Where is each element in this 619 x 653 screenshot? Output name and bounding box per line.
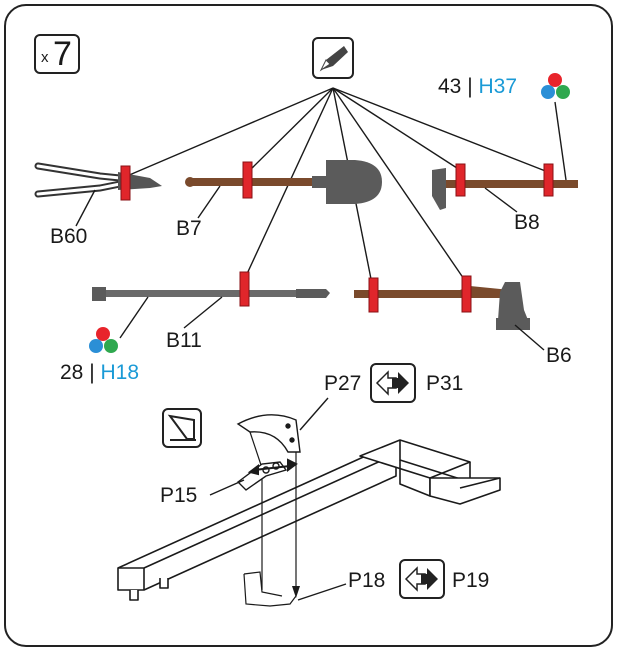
part-label-b11: B11 xyxy=(166,329,202,352)
quantity-badge: x 7 xyxy=(34,34,80,74)
callout-number: 43 xyxy=(438,75,462,98)
direction-arrows xyxy=(247,458,298,476)
paint-icon xyxy=(312,37,354,79)
part-label-p31: P31 xyxy=(426,372,464,395)
part-label-p15: P15 xyxy=(160,484,198,507)
color-dots-icon xyxy=(89,327,118,353)
color-callout-h18: 28 | H18 xyxy=(60,362,139,383)
tool-b7-shovel xyxy=(185,160,382,204)
part-label-b6: B6 xyxy=(546,344,572,367)
part-label-p19: P19 xyxy=(452,569,490,592)
tool-b6-axe xyxy=(354,275,530,330)
bracket-p27 xyxy=(236,414,301,453)
color-callout-h37: 43 | H37 xyxy=(438,76,517,97)
quantity-count: 7 xyxy=(53,35,72,73)
rail-assembly xyxy=(117,439,501,601)
bracket-p15 xyxy=(236,461,288,491)
part-label-b60: B60 xyxy=(50,225,88,248)
part-label-p18: P18 xyxy=(348,569,386,592)
callout-separator: | xyxy=(467,75,473,98)
square-tool-icon xyxy=(162,408,202,448)
callout-code: H37 xyxy=(478,75,518,98)
color-dots-icon xyxy=(541,73,570,99)
callout-code: H18 xyxy=(100,361,140,384)
swap-arrow-icon xyxy=(399,559,445,599)
part-label-p27: P27 xyxy=(324,372,362,395)
callout-separator: | xyxy=(89,361,95,384)
part-label-b7: B7 xyxy=(176,217,202,240)
quantity-prefix: x xyxy=(41,49,49,66)
tool-b8-sledgehammer xyxy=(432,163,578,210)
tool-b11-crowbar xyxy=(92,271,330,307)
fastener-lines xyxy=(243,431,297,607)
swap-arrow-icon xyxy=(370,363,416,403)
tool-b60-bolt-cutters xyxy=(34,162,162,201)
callout-number: 28 xyxy=(60,361,84,384)
part-label-b8: B8 xyxy=(514,211,540,234)
